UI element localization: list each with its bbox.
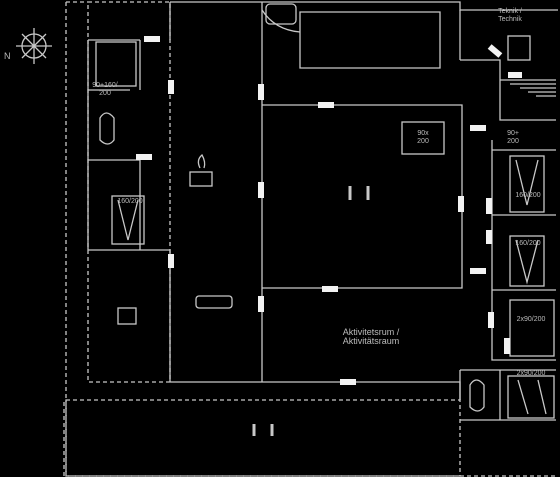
bed-bottom-right-label: 2x90/200	[516, 370, 546, 377]
bed-bottom-right-lines	[517, 379, 547, 415]
terrace-bottom	[65, 399, 461, 477]
compass-north-label: N	[4, 51, 11, 61]
technik-label: Teknik / Technik	[488, 8, 532, 24]
utility-box	[117, 307, 137, 325]
sauna-label-line1: 90x	[417, 130, 429, 137]
toilet-bottom-right	[469, 379, 485, 412]
bed-right-2x	[509, 299, 555, 357]
interior-walls	[88, 2, 556, 421]
bed-right-mid-pillow	[515, 159, 539, 206]
outer-dashed-boundary	[63, 1, 556, 477]
bed-left-pillow	[117, 199, 139, 241]
compass-needle	[16, 28, 52, 64]
fireplace	[189, 171, 213, 187]
bed-right-upper-label: 90+ 200	[498, 130, 528, 146]
bed-right-mid	[509, 155, 545, 213]
activity-room-label-line2: Aktivitätsraum	[342, 336, 400, 346]
bed-right-lower	[509, 235, 545, 287]
sauna-box	[401, 121, 445, 155]
bed-right-mid-label: 160/200	[515, 192, 541, 199]
door-arc-technik	[261, 9, 301, 33]
bed-top-left-label-line2: 200	[99, 90, 111, 97]
bed-top-left-label: 90+160/ 200	[88, 82, 122, 98]
bed-right-lower-pillow	[515, 239, 539, 285]
bed-bottom-right	[507, 375, 555, 419]
sauna-label: 90x 200	[406, 130, 440, 146]
bed-right-upper-label-line1: 90+	[507, 130, 519, 137]
sauna-label-line2: 200	[417, 138, 429, 145]
bed-right-upper-label-line2: 200	[507, 138, 519, 145]
bed-right-2x-label: 2x90/200	[516, 316, 546, 323]
activity-room-label-line1: Aktivitetsrum /	[342, 327, 400, 337]
opening-marks	[252, 186, 370, 436]
terrace-left	[87, 1, 171, 383]
activity-room-label: Aktivitetsrum / Aktivitätsraum	[318, 328, 424, 346]
bed-top-left-label-line1: 90+160/	[92, 82, 118, 89]
technik-label-line1: Teknik /	[498, 8, 522, 15]
bathroom-fixture	[95, 41, 137, 87]
sofa	[195, 295, 233, 309]
technik-label-line2: Technik	[498, 16, 522, 23]
shower	[507, 35, 531, 61]
bed-left-label: 160/200	[117, 198, 143, 205]
toilet-left	[99, 112, 115, 145]
kitchen-box	[265, 3, 297, 25]
fireplace-flame	[197, 154, 206, 169]
bed-right-lower-label: 160/200	[515, 240, 541, 247]
wall-openings	[136, 36, 522, 385]
bed-left	[111, 195, 145, 245]
stairs	[500, 79, 556, 97]
